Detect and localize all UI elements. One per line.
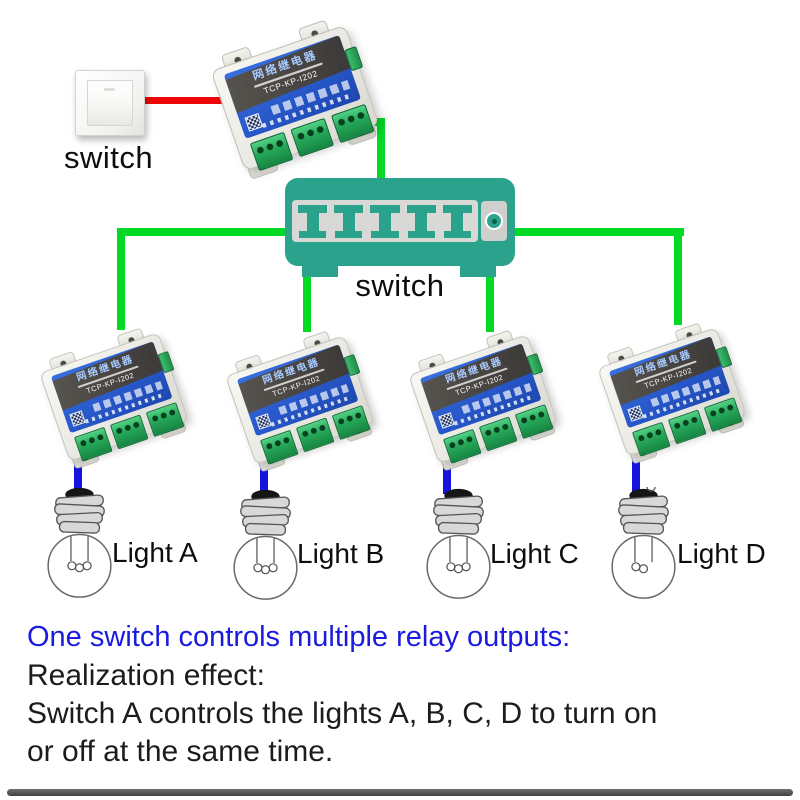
relay-body: 网络继电器 TCP-KP-I202 [225,335,375,465]
qr-code [244,113,264,132]
terminal-block [249,131,294,172]
switch-foot [302,266,338,277]
switch-foot [460,266,496,277]
bottom-shadow-bar [7,789,793,796]
caption-headline: One switch controls multiple relay outpu… [27,621,571,653]
wire-green-left-vertical [117,228,125,330]
wire-green-left-horizontal [117,228,287,236]
relay-module-a: 网络继电器 TCP-KP-I202 [39,327,189,470]
caption-line-3: or off at the same time. [27,735,334,768]
wire-blue-relay-a-to-bulb [74,446,82,494]
relay-module-c: 网络继电器 TCP-KP-I202 [408,329,558,472]
wire-green-toprelay-vertical [377,118,385,182]
rj45-port-icon [442,204,473,238]
light-b-label: Light B [297,538,385,569]
rocker-indicator [104,88,115,91]
wall-switch-label: switch [64,140,154,175]
qr-code [438,412,455,429]
port-strip [292,200,478,242]
qr-code [627,405,644,422]
caption-line-2: Switch A controls the lights A, B, C, D … [27,697,658,730]
relay-body: 网络继电器 TCP-KP-I202 [597,327,747,457]
relay-body: 网络继电器 TCP-KP-I202 [408,334,558,464]
network-switch-label: switch [355,268,445,303]
power-port-icon [481,201,507,241]
rj45-port-icon [333,204,364,238]
terminal-block [109,414,149,450]
terminal-block [631,421,671,457]
relay-module-b: 网络继电器 TCP-KP-I202 [225,330,375,473]
rj45-port-icon [297,204,328,238]
wire-blue-relay-b-to-bulb [260,449,268,495]
wire-blue-relay-d-to-bulb [632,441,640,494]
terminal-block [478,416,518,452]
relay-body: 网络继电器 TCP-KP-I202 [39,332,189,462]
wall-switch [75,70,145,136]
relay-body: 网络继电器 TCP-KP-I202 [210,24,380,172]
light-bulb-c-icon [426,488,491,599]
relay-module-d: 网络继电器 TCP-KP-I202 [597,322,747,465]
network-switch [285,178,515,277]
light-bulb-d-icon [611,487,676,599]
caption-block: One switch controls multiple relay outpu… [27,617,787,771]
terminal-block [667,409,707,445]
wire-red-wallswitch-to-relay [140,97,236,104]
rj45-port-icon [369,204,400,238]
light-a-label: Light A [112,537,198,568]
wire-green-mid-left-vertical [303,276,311,332]
qr-code [255,413,272,430]
caption-line-1: Realization effect: [27,659,265,692]
terminal-block [442,428,482,464]
wall-switch-rocker [87,80,133,126]
light-d-label: Light D [677,538,766,569]
qr-code [69,410,86,427]
wire-green-mid-right-vertical [486,276,494,332]
terminal-block [73,426,113,462]
terminal-block [259,429,299,465]
wire-green-right-vertical [674,228,682,325]
terminal-block [295,417,335,453]
light-bulb-b-icon [233,489,298,600]
relay-module-top: 网络继电器 TCP-KP-I202 [210,19,380,180]
wire-green-right-horizontal [513,228,684,236]
wire-blue-relay-c-to-bulb [443,448,451,494]
light-bulb-a-icon [47,487,112,598]
light-c-label: Light C [490,538,579,569]
terminal-block [290,117,335,158]
rj45-port-icon [406,204,437,238]
